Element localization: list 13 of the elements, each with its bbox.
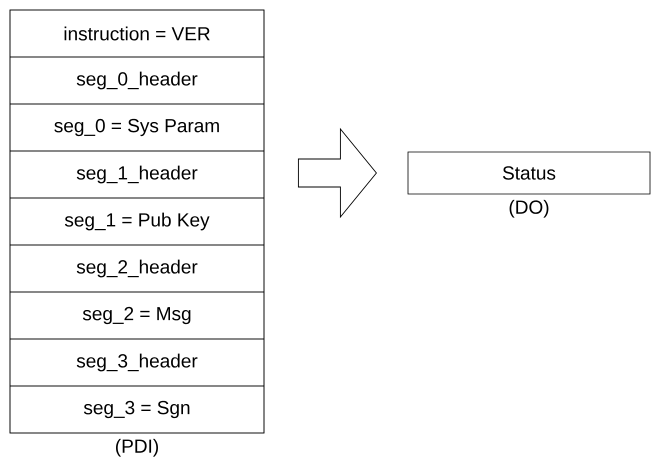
- block-arrow: [298, 128, 377, 218]
- cell: seg_2 = Msg: [10, 292, 264, 340]
- cell: seg_1_header: [10, 150, 264, 198]
- cell: seg_1 = Pub Key: [10, 198, 264, 246]
- cell: seg_3 = Sgn: [10, 386, 264, 434]
- node-label: (DO): [510, 200, 548, 218]
- cell: instruction = VER: [10, 10, 264, 58]
- cell: seg_0_header: [10, 56, 264, 104]
- cell: seg_2_header: [10, 244, 264, 292]
- node-label: (PDI): [116, 438, 158, 457]
- cell: seg_3_header: [10, 338, 264, 386]
- cell: seg_0 = Sys Param: [10, 104, 264, 152]
- status-box: Status: [408, 152, 650, 194]
